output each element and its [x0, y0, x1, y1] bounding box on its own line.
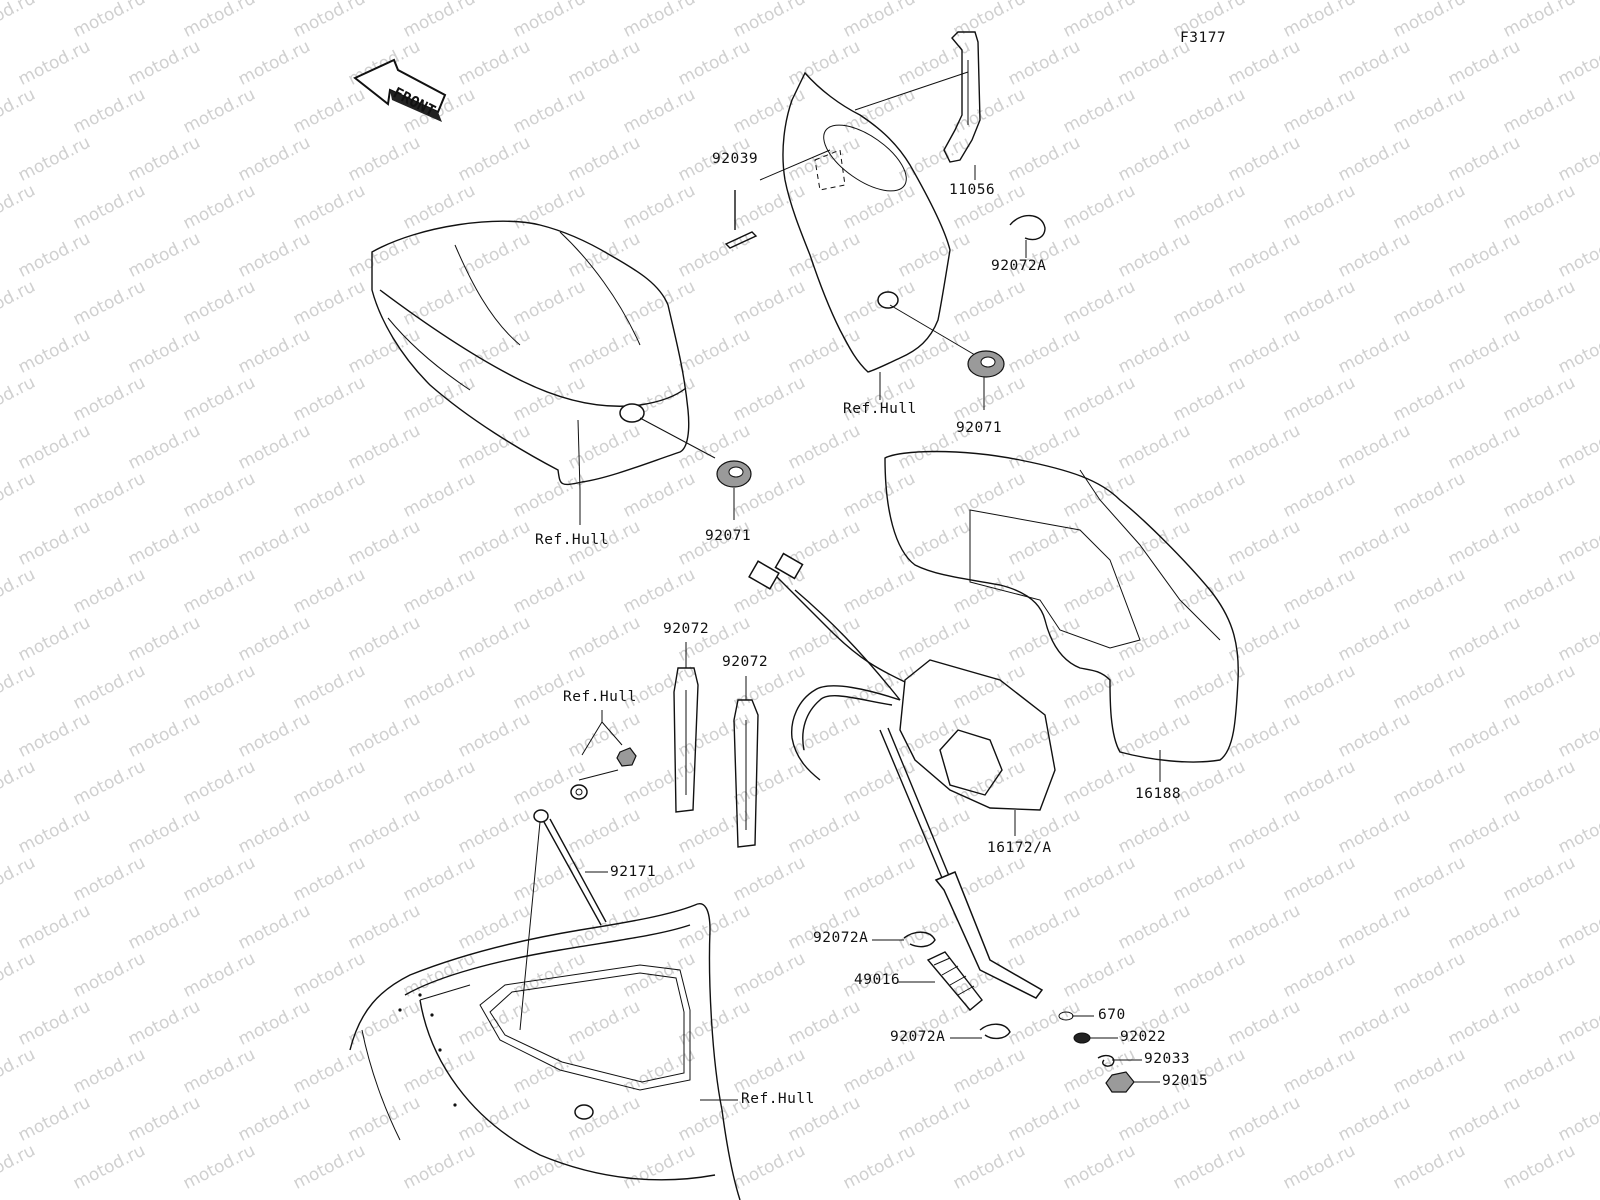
label-92072A-mid: 92072A	[813, 930, 869, 946]
clamp-92072A-mid	[872, 931, 936, 948]
label-92022: 92022	[1120, 1029, 1167, 1045]
label-92072-b: 92072	[722, 654, 769, 670]
nut-92015	[1105, 1071, 1160, 1093]
bracket-11056	[943, 31, 981, 180]
front-arrow-icon: FRONT	[353, 58, 447, 122]
grommet-92071-right	[967, 350, 1005, 410]
label-92072-a: 92072	[663, 621, 710, 637]
label-ref-hull-top: Ref.Hull	[843, 401, 917, 417]
label-92072A-low: 92072A	[890, 1029, 946, 1045]
label-ref-hull-bottom: Ref.Hull	[741, 1091, 815, 1107]
left-hull-cover	[371, 220, 716, 525]
foam-block-16188	[884, 450, 1239, 782]
label-92071-right: 92071	[956, 420, 1003, 436]
label-ref-hull-mid: Ref.Hull	[563, 689, 637, 705]
washer-92022	[1073, 1032, 1118, 1044]
label-16188: 16188	[1135, 786, 1182, 802]
figure-code: F3177	[1180, 30, 1227, 46]
label-92171: 92171	[610, 864, 657, 880]
label-92072A-top: 92072A	[991, 258, 1047, 274]
fasteners-ref-hull-mid	[570, 710, 637, 800]
rod-92171	[519, 809, 608, 1031]
label-92039: 92039	[712, 151, 759, 167]
clamp-92072A-top	[1009, 214, 1046, 258]
label-ref-hull-left: Ref.Hull	[535, 532, 609, 548]
pin-92039	[724, 190, 758, 249]
control-unit-16172A	[748, 552, 1056, 999]
grommet-92071-left	[716, 460, 752, 520]
label-92015: 92015	[1162, 1073, 1209, 1089]
o-ring-670	[1058, 1011, 1094, 1021]
label-11056: 11056	[949, 182, 996, 198]
label-16172A: 16172/A	[987, 840, 1052, 856]
strap-92072-a	[673, 642, 699, 813]
lock-washer-92033	[1097, 1054, 1142, 1067]
clamp-92072A-low	[950, 1023, 1011, 1040]
right-hull-upper	[759, 71, 976, 400]
bottom-hull	[349, 903, 741, 1200]
label-92071-left: 92071	[705, 528, 752, 544]
strap-92072-b	[733, 676, 759, 848]
label-92033: 92033	[1144, 1051, 1191, 1067]
label-670: 670	[1098, 1007, 1126, 1023]
boot-49016	[898, 951, 983, 1011]
label-49016: 49016	[854, 972, 901, 988]
